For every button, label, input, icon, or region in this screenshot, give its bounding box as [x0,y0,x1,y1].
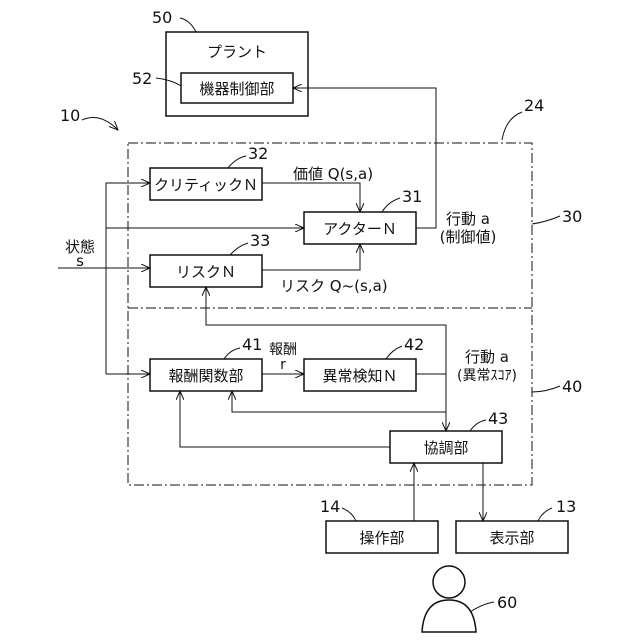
critic-label: クリティックＮ [154,176,258,194]
reward-label-1: 報酬 [269,342,297,358]
risk-q-line [262,244,360,270]
leader-60 [470,602,494,612]
ref-10: 10 [60,106,80,125]
leader-41 [224,348,240,359]
action2-label-1: 行動 a [465,348,509,366]
ref-41: 41 [242,335,262,354]
reward-label-2: r [280,357,286,373]
ref-32: 32 [248,144,268,163]
control-unit-label: 機器制御部 [199,80,274,98]
leader-13 [538,508,552,521]
risk-q-label: リスク Q~(s,a) [280,277,388,295]
ref-24: 24 [524,96,544,115]
leader-32 [228,156,246,168]
ref-50: 50 [152,8,172,27]
plant-title: プラント [207,43,267,61]
state-label-2: s [76,252,84,270]
action1-label-2: (制御値) [440,228,497,246]
leader-31 [382,198,400,212]
leader-30 [532,216,560,224]
leader-14 [342,508,356,521]
operator-person-icon [422,566,476,632]
anomaly-label: 異常検知Ｎ [322,367,397,385]
ref-40: 40 [562,377,582,396]
coordinator-label: 協調部 [423,439,468,457]
ref-60: 60 [497,593,517,612]
leader-50 [180,18,196,32]
actor-label: アクターＮ [323,220,397,238]
risk-label: リスクＮ [176,263,236,281]
ref-30: 30 [562,207,582,226]
leader-10 [82,118,118,130]
operation-label: 操作部 [359,529,404,547]
ref-33: 33 [250,231,270,250]
leader-42 [386,346,402,359]
ref-31: 31 [402,187,422,206]
leader-43 [470,420,486,431]
leader-24 [502,112,522,140]
value-line [262,183,360,212]
ref-52: 52 [132,69,152,88]
display-label: 表示部 [489,529,534,547]
leader-40 [532,386,560,392]
value-label: 価値 Q(s,a) [293,165,373,183]
anomaly-output-line [416,374,446,431]
ref-43: 43 [488,409,508,428]
coord-reward-line-a [232,391,446,412]
ref-42: 42 [404,335,424,354]
ref-14: 14 [320,497,340,516]
coord-reward-line-b [180,391,390,447]
action-control-line [293,88,436,228]
action1-label-1: 行動 a [446,210,490,228]
ref-13: 13 [556,497,576,516]
reward-fn-label: 報酬関数部 [168,367,243,385]
leader-33 [230,243,248,255]
action2-label-2: (異常ｽｺｱ) [457,368,517,384]
